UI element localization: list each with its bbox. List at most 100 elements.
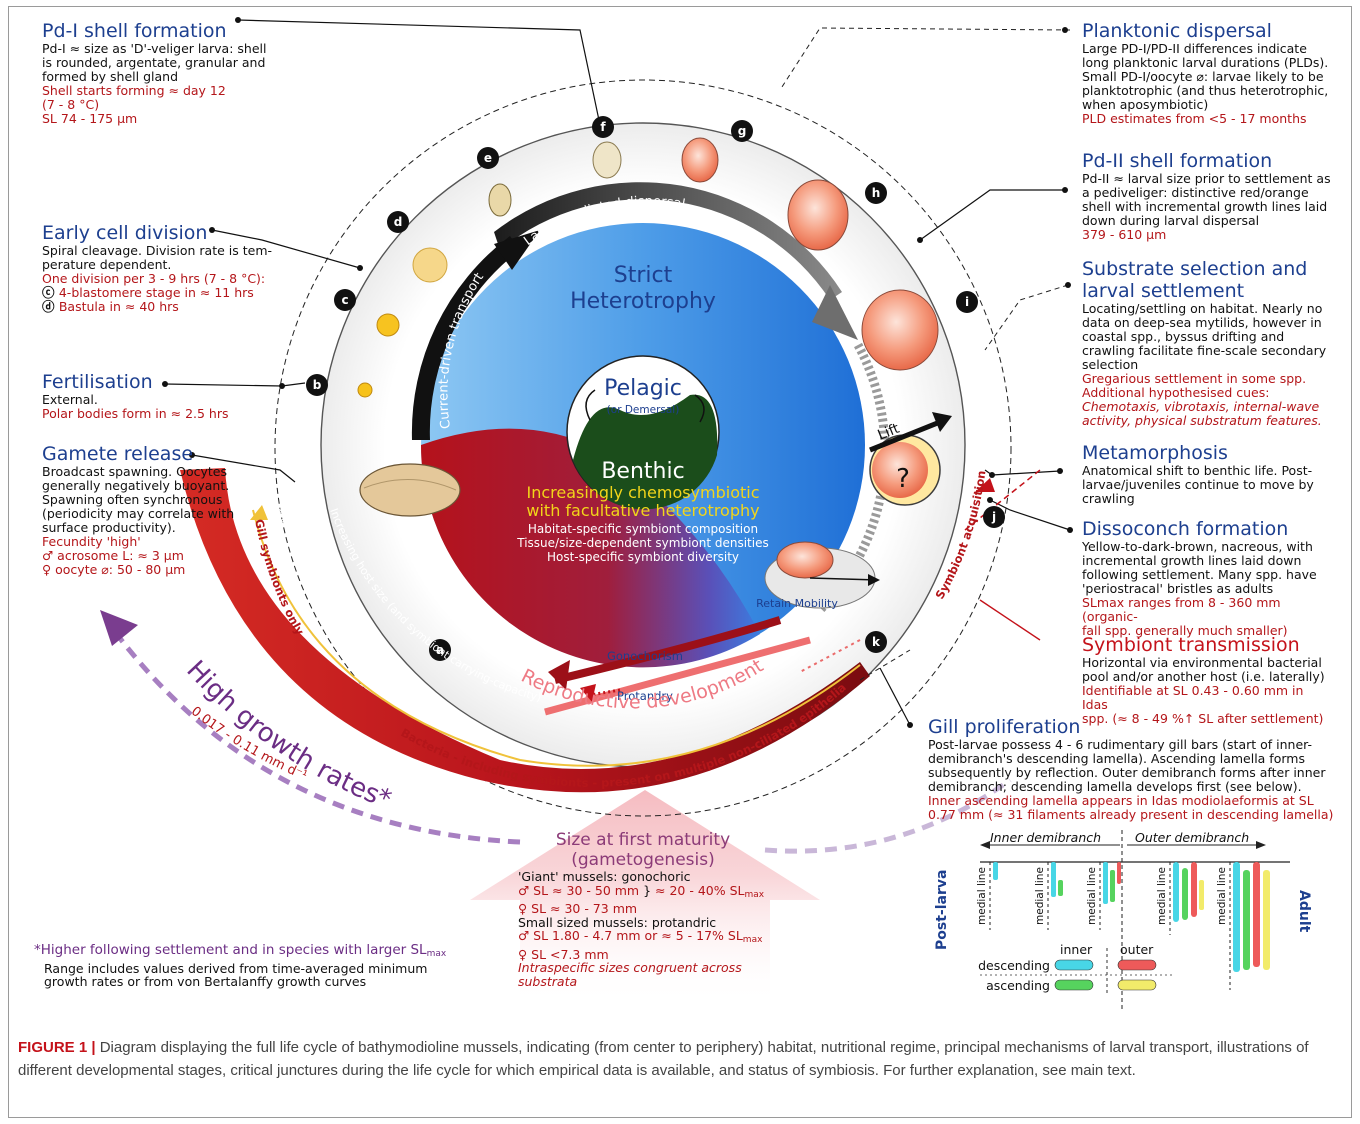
early-body-1: Spiral cleavage. Division rate is tem- xyxy=(42,243,273,258)
node-h xyxy=(865,182,887,204)
node-d-letter: d xyxy=(394,215,403,229)
legend-inner: inner xyxy=(1060,942,1093,957)
gamete-block: Gamete release Broadcast spawning. Oocyt… xyxy=(42,443,282,577)
footnote-body-1: Range includes values derived from time-… xyxy=(44,960,428,976)
early-title: Early cell division xyxy=(42,222,208,244)
lift-arrow xyxy=(869,417,946,453)
oocyte-icon xyxy=(357,382,373,398)
node-j xyxy=(983,506,1005,528)
pd2-body-3: shell with incremental growth lines laid xyxy=(1082,199,1328,214)
retain-mobility-arrowhead xyxy=(868,574,880,586)
adult-label: Adult xyxy=(1296,890,1312,933)
size-intra-2: substrata xyxy=(518,973,578,989)
plank-body-3: Small PD-I/oocyte ⌀: larvae likely to be xyxy=(1082,69,1324,84)
node-f-letter: f xyxy=(600,120,606,134)
pd1-body-3: formed by shell gland xyxy=(42,69,179,84)
disso-title: Dissoconch formation xyxy=(1082,518,1289,540)
pd2-title: Pd-II shell formation xyxy=(1082,150,1273,172)
d-veliger-icon xyxy=(592,141,622,179)
pd1-body-2: is rounded, argentate, granular and xyxy=(42,55,266,70)
gamete-body-4: (periodicity may correlate with xyxy=(42,506,235,521)
repro-arrow xyxy=(544,636,811,716)
fert-title: Fertilisation xyxy=(42,371,153,393)
symbiont-density-arrowhead xyxy=(250,505,268,520)
chemo-sub-1: Habitat-specific symbiont composition xyxy=(528,522,758,536)
pd2-body-1: Pd-II ≈ larval size prior to settlement … xyxy=(1082,171,1331,186)
outer-dashed-ring xyxy=(274,79,1012,817)
size-s1-line: ♂ SL 1.80 - 4.7 mm or ≈ 5 - 17% SLmax xyxy=(518,929,768,948)
gamete-body-2: generally negatively buoyant. xyxy=(42,478,230,493)
pd2-block: Pd-II shell formation Pd-II ≈ larval siz… xyxy=(1082,150,1332,242)
subst-body-4: crawling facilitate fine-scale secondary xyxy=(1082,343,1327,358)
gill-body-4: demibranch; descending lamella develops … xyxy=(928,779,1302,794)
dashed-connectors xyxy=(779,27,1071,681)
growth-arrowhead xyxy=(100,610,138,646)
growth-footnote: *Higher following settlement and in spec… xyxy=(34,943,494,989)
node-c xyxy=(334,289,356,311)
subst-title-2: larval settlement xyxy=(1082,280,1245,302)
disso-block: Dissoconch formation Yellow-to-dark-brow… xyxy=(1082,518,1332,638)
chemo-sub-2: Tissue/size-dependent symbiont densities xyxy=(516,536,768,550)
size-g1-line: ♂ SL ≈ 30 - 50 mm } ≈ 20 - 40% SLmax xyxy=(518,882,765,900)
size-intra-1: Intraspecific sizes congruent across xyxy=(518,960,742,975)
size-g2: ♀ SL ≈ 30 - 73 mm xyxy=(518,901,638,916)
plank-red-1: PLD estimates from <5 - 17 months xyxy=(1082,111,1307,126)
subst-body-3: coastal spp., byssus drifting and xyxy=(1082,329,1285,344)
size-s1: ♂ SL 1.80 - 4.7 mm or ≈ 5 - 17% SL xyxy=(518,928,743,943)
node-i xyxy=(956,291,978,313)
center-sub: (or Demersal) xyxy=(607,404,680,416)
protandry-arrowhead xyxy=(580,684,596,702)
medial-line-3: medial line xyxy=(1086,867,1098,925)
symb-title: Symbiont transmission xyxy=(1082,634,1300,656)
early-red-1: One division per 3 - 9 hrs (7 - 8 °C): xyxy=(42,271,266,286)
symbiont-transmission-connector xyxy=(979,599,1041,641)
plank-body-1: Large PD-I/PD-II differences indicate xyxy=(1082,41,1307,56)
plank-title: Planktonic dispersal xyxy=(1082,20,1272,42)
gill-body-3: subsequently by reflection. Outer demibr… xyxy=(928,765,1326,780)
pd1-red-1: Shell starts forming ≈ day 12 xyxy=(42,83,226,98)
fert-red-1: Polar bodies form in ≈ 2.5 hrs xyxy=(42,406,229,421)
node-c-letter: c xyxy=(341,293,348,307)
legend-descending: descending xyxy=(978,958,1050,973)
blastomere-icon xyxy=(376,313,400,337)
metamorphosis-shell xyxy=(872,442,928,498)
size-small: Small sized mussels: protandric xyxy=(518,914,717,930)
gill-red-1: Inner ascending lamella appears in Idas … xyxy=(928,793,1314,808)
node-b xyxy=(306,374,328,396)
chemo-1: Increasingly chemosymbiotic xyxy=(526,483,759,502)
size-giant: 'Giant' mussels: gonochoric xyxy=(518,869,691,884)
plank-body-5: when aposymbiotic) xyxy=(1082,97,1209,112)
node-i-letter: i xyxy=(965,295,969,309)
subst-ital-1: Chemotaxis, vibrotaxis, internal-wave xyxy=(1082,399,1320,414)
pd2-red-1: 379 - 610 µm xyxy=(1082,227,1167,242)
gill-body-1: Post-larvae possess 4 - 6 rudimentary gi… xyxy=(928,737,1313,752)
caption-text: Diagram displaying the full life cycle o… xyxy=(18,1039,1309,1079)
node-f xyxy=(592,116,614,138)
retain-mobility-label: Retain Mobility xyxy=(756,597,838,610)
size-g1: ♂ SL ≈ 30 - 50 mm xyxy=(518,882,640,898)
dispersal-arrowhead xyxy=(812,285,858,340)
juvenile-shell xyxy=(776,541,834,579)
question-mark: ? xyxy=(896,464,910,494)
ring-nodes xyxy=(306,116,1005,661)
disso-red-2: fall spp. generally much smaller) xyxy=(1082,623,1288,638)
strict-1: Strict xyxy=(614,263,673,288)
symbiont-acq-dashed xyxy=(964,469,1041,531)
subst-red-1: Gregarious settlement in some spp. xyxy=(1082,371,1307,386)
node-g-letter: g xyxy=(738,124,747,138)
early-c-line: ⓒ 4-blastomere stage in ≈ 11 hrs xyxy=(42,285,254,300)
subst-body-2: data on deep-sea mytilids, however in xyxy=(1082,315,1322,330)
gill-block: Gill proliferation Post-larvae possess 4… xyxy=(928,716,1338,822)
subst-body-5: selection xyxy=(1082,357,1139,372)
gill-title: Gill proliferation xyxy=(928,716,1081,738)
size-s2: ♀ SL <7.3 mm xyxy=(518,946,609,962)
subst-ital-2: activity, physical substratum features. xyxy=(1082,413,1322,428)
disso-body-4: 'periostracal' bristles as adults xyxy=(1082,581,1274,596)
node-h-letter: h xyxy=(872,186,881,200)
fert-body-1: External. xyxy=(42,392,98,407)
node-g xyxy=(731,120,753,142)
post-larva-label: Post-larva xyxy=(934,870,950,950)
node-d xyxy=(387,211,409,233)
gamete-red-2: ♂ acrosome L: ≈ 3 µm xyxy=(42,548,184,563)
size-gpct: ≈ 20 - 40% SL xyxy=(655,882,745,898)
